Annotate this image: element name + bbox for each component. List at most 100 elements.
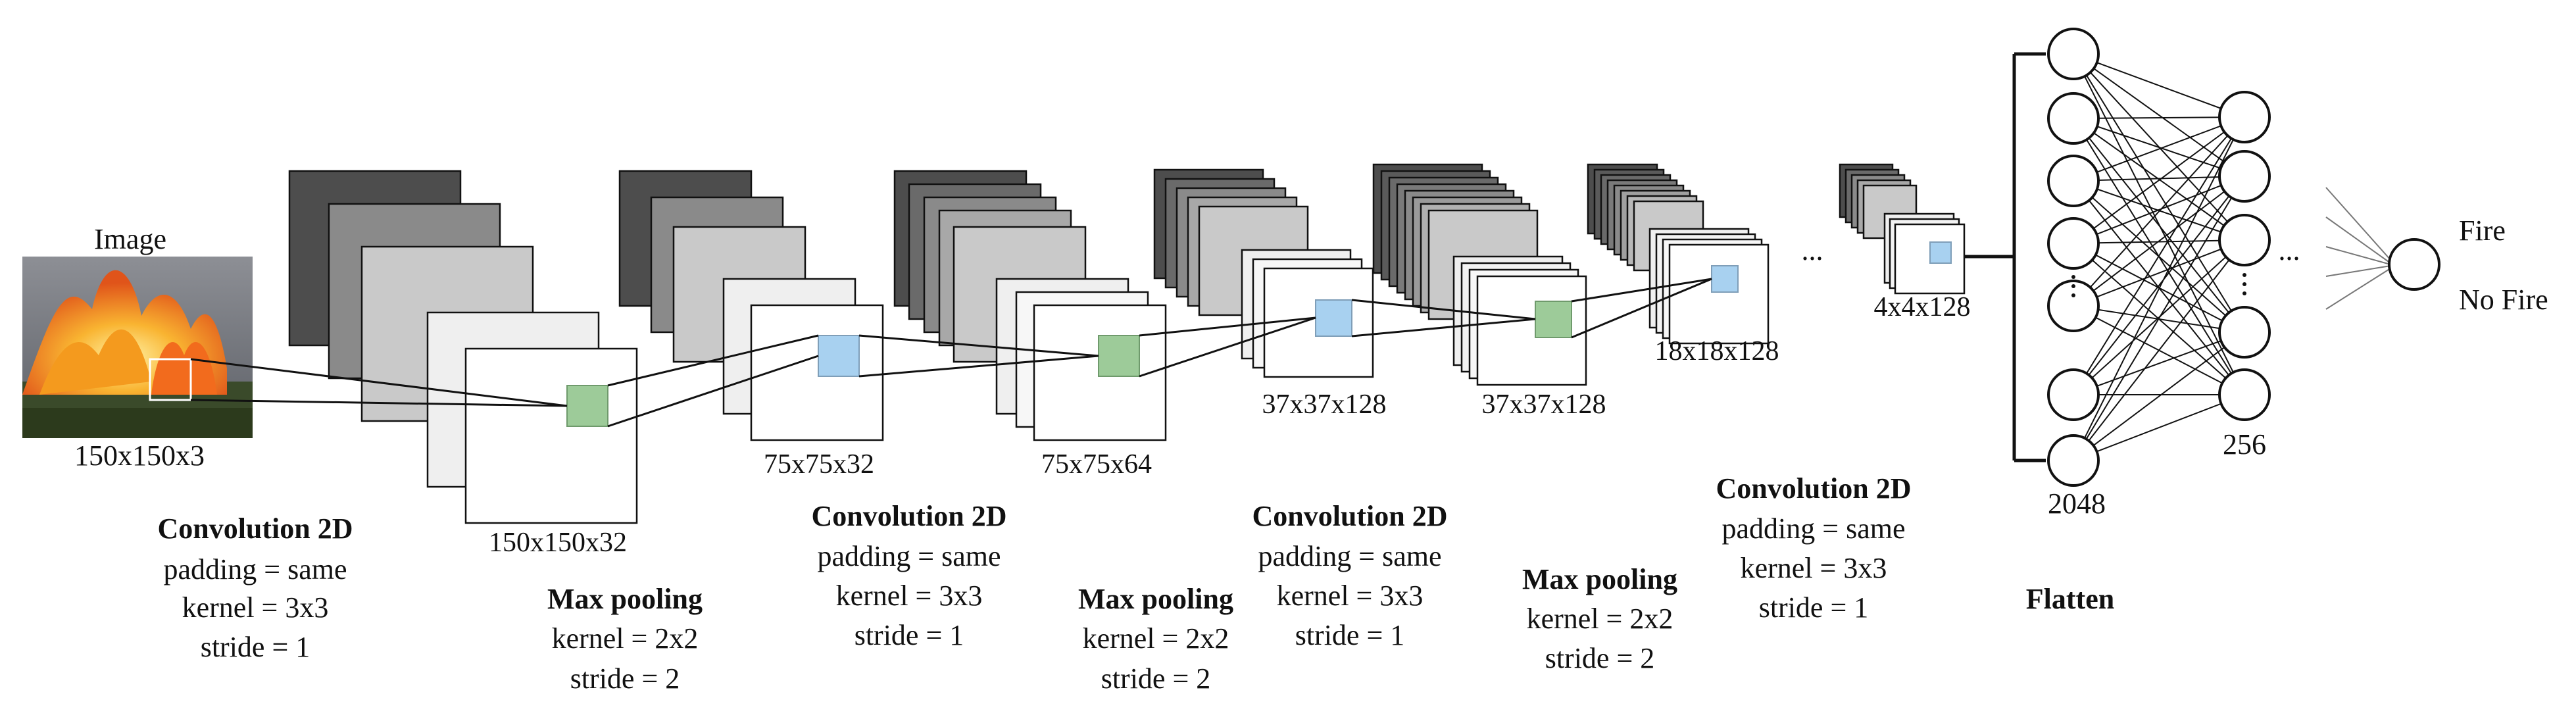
dense-connection-line bbox=[2073, 176, 2245, 395]
receptive-field-lines bbox=[190, 278, 1712, 428]
layer-desc-conv1: Convolution 2D padding = same kernel = 3… bbox=[157, 512, 353, 663]
conv2-feature-maps bbox=[893, 170, 1167, 441]
dense-connection-line bbox=[2073, 116, 2245, 395]
stack-ellipsis: ... bbox=[1802, 234, 1823, 266]
dense-connection-line bbox=[2073, 116, 2245, 461]
input-title: Image bbox=[94, 223, 166, 255]
layer-param: stride = 2 bbox=[1545, 642, 1655, 674]
layer-name: Max pooling bbox=[547, 583, 703, 615]
dense-connection-line bbox=[2073, 53, 2245, 177]
neuron bbox=[2047, 92, 2100, 145]
dense-connection-line bbox=[2073, 394, 2245, 461]
neuron bbox=[2047, 434, 2100, 487]
layer-param: kernel = 2x2 bbox=[552, 622, 699, 655]
layer-desc-pool2: Max pooling kernel = 2x2 stride = 2 bbox=[1078, 583, 1233, 695]
output-size-pool1: 75x75x32 bbox=[764, 449, 874, 480]
dense-connections bbox=[2073, 53, 2245, 461]
neuron bbox=[2218, 214, 2271, 266]
dense-connection-line bbox=[2073, 176, 2245, 244]
neuron-ellipsis-dot bbox=[2242, 282, 2246, 286]
dense-connection-line bbox=[2073, 116, 2245, 119]
dense-connection-line bbox=[2073, 176, 2245, 461]
layer-name: Convolution 2D bbox=[1252, 500, 1447, 532]
layer-param: stride = 2 bbox=[1101, 662, 1211, 695]
pool1-feature-maps bbox=[618, 170, 884, 441]
dense-connection-line bbox=[2073, 116, 2245, 307]
dense-connection-line bbox=[2073, 332, 2245, 461]
layer-param: kernel = 3x3 bbox=[1277, 580, 1424, 612]
layer-desc-conv3: Convolution 2D padding = same kernel = 3… bbox=[1252, 500, 1447, 651]
neuron bbox=[2047, 28, 2100, 80]
layer-name: Convolution 2D bbox=[157, 512, 353, 545]
conv4-feature-maps bbox=[1839, 163, 1966, 295]
output-size-pool2: 37x37x128 bbox=[1262, 389, 1387, 420]
layer-desc-pool3: Max pooling kernel = 2x2 stride = 2 bbox=[1522, 563, 1677, 674]
layer-param: stride = 1 bbox=[1759, 591, 1869, 624]
conv3-feature-maps bbox=[1372, 163, 1587, 386]
dense-connection-line bbox=[2073, 176, 2245, 307]
neuron bbox=[2047, 368, 2100, 421]
layer-param: stride = 1 bbox=[1295, 619, 1405, 651]
flatten-connector bbox=[1964, 52, 2046, 462]
layer-param: kernel = 3x3 bbox=[1741, 552, 1887, 584]
neuron bbox=[2218, 306, 2271, 359]
layer-name: Max pooling bbox=[1522, 563, 1677, 595]
conv1-feature-maps bbox=[288, 170, 638, 524]
flatten-label: Flatten bbox=[2026, 583, 2114, 615]
neuron bbox=[2218, 150, 2271, 203]
layer-param: kernel = 3x3 bbox=[836, 580, 983, 612]
pool2-feature-maps bbox=[1153, 168, 1374, 378]
layer-desc-pool1: Max pooling kernel = 2x2 stride = 2 bbox=[547, 583, 703, 695]
output-label-fire: Fire bbox=[2459, 214, 2506, 247]
output-size-conv2: 75x75x64 bbox=[1041, 449, 1152, 480]
pool3-feature-maps bbox=[1587, 163, 1770, 345]
dense-connection-line bbox=[2073, 239, 2245, 461]
dense-connection-line bbox=[2073, 176, 2245, 182]
output-size-pool3: 18x18x128 bbox=[1655, 336, 1779, 366]
neuron-ellipsis-dot bbox=[2071, 293, 2075, 297]
layer-param: padding = same bbox=[164, 553, 347, 585]
dense-connection-line bbox=[2073, 116, 2245, 182]
input-size-label: 150x150x3 bbox=[74, 439, 205, 472]
output-size-conv1: 150x150x32 bbox=[489, 528, 627, 558]
neuron bbox=[2047, 280, 2100, 332]
dense-connection-line bbox=[2073, 239, 2245, 307]
input-image bbox=[22, 257, 253, 438]
flatten-layer-neurons bbox=[2047, 28, 2100, 487]
dense-connection-line bbox=[2073, 118, 2245, 177]
neuron bbox=[2218, 368, 2271, 421]
neuron bbox=[2218, 91, 2271, 143]
layer-param: kernel = 2x2 bbox=[1527, 603, 1673, 635]
neuron-ellipsis-dot bbox=[2071, 284, 2075, 288]
layer-param: stride = 1 bbox=[855, 619, 964, 651]
layer-param: padding = same bbox=[1722, 512, 1906, 545]
layer-desc-conv2: Convolution 2D padding = same kernel = 3… bbox=[811, 500, 1006, 651]
layer-param: kernel = 2x2 bbox=[1083, 622, 1229, 655]
neuron-ellipsis-dot bbox=[2071, 275, 2075, 279]
layer-param: kernel = 3x3 bbox=[182, 591, 329, 624]
neuron-ellipsis-dot bbox=[2242, 291, 2246, 295]
layer-name: Convolution 2D bbox=[1716, 472, 1911, 505]
layer-param: padding = same bbox=[1258, 540, 1442, 572]
neuron bbox=[2047, 155, 2100, 207]
output-size-conv4: 4x4x128 bbox=[1874, 292, 1971, 322]
dense-layer-neurons bbox=[2218, 91, 2271, 421]
output-size-conv3: 37x37x128 bbox=[1482, 389, 1606, 420]
layer-param: padding = same bbox=[818, 540, 1001, 572]
dense-connection-line bbox=[2073, 116, 2245, 244]
dense-connection-line bbox=[2073, 332, 2245, 395]
dense-units-label: 256 bbox=[2223, 428, 2266, 460]
layer-param: stride = 1 bbox=[201, 631, 310, 663]
layer-name: Convolution 2D bbox=[811, 500, 1006, 532]
neuron bbox=[2047, 217, 2100, 270]
flatten-units-label: 2048 bbox=[2048, 487, 2106, 520]
layer-desc-conv4: Convolution 2D padding = same kernel = 3… bbox=[1716, 472, 1911, 624]
neuron-ellipsis-dot bbox=[2242, 273, 2246, 277]
dense-connection-line bbox=[2073, 53, 2245, 333]
dense-connection-line bbox=[2073, 53, 2245, 118]
dense-connection-line bbox=[2073, 118, 2245, 333]
output-label-no-fire: No Fire bbox=[2459, 284, 2548, 316]
dense-ellipsis: ... bbox=[2279, 234, 2300, 266]
layer-param: stride = 2 bbox=[570, 662, 680, 695]
